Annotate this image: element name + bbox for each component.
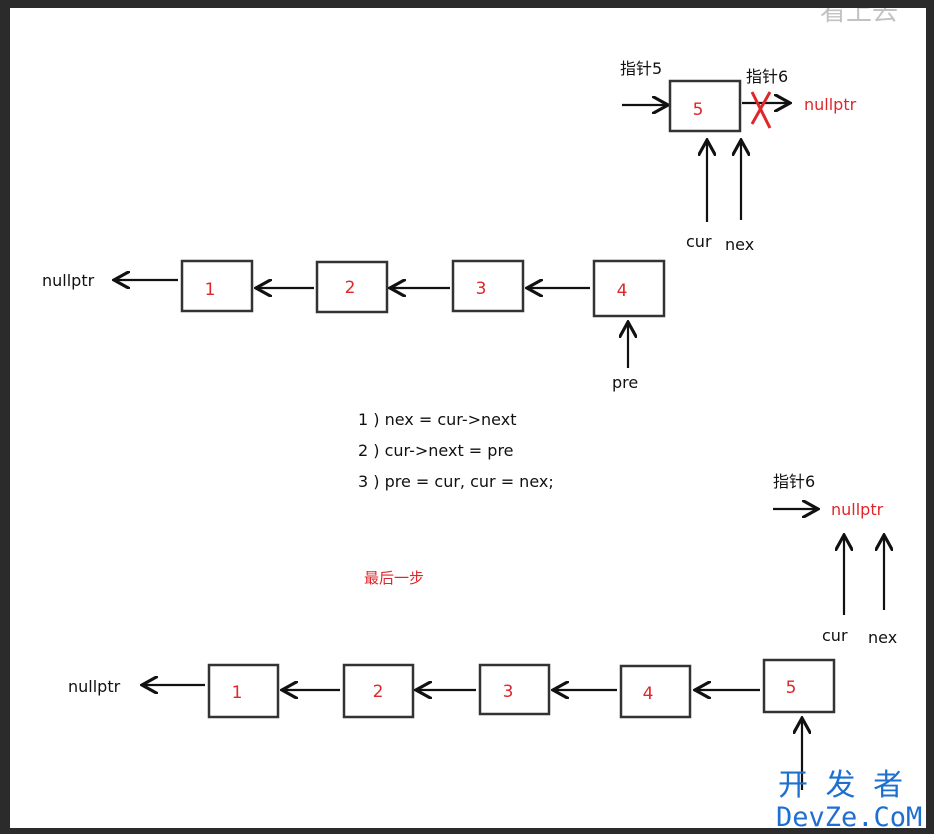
node-value: 5 <box>693 100 704 120</box>
node-3-top: 3 <box>451 259 525 313</box>
watermark-top: 看上去 <box>820 8 898 27</box>
nullptr-right-bottom: nullptr <box>831 500 884 519</box>
node-value: 3 <box>476 279 487 299</box>
diagram-canvas: 指针5 5 指针6 nullptr cur nex nullptr 1 2 <box>10 0 926 833</box>
cur-label-2: cur <box>822 626 848 645</box>
pointer6-label: 指针6 <box>746 67 788 86</box>
nex-label-2: nex <box>868 628 897 647</box>
nullptr-left-top: nullptr <box>42 271 95 290</box>
node-value: 1 <box>205 280 216 300</box>
pointer5-label: 指针5 <box>620 59 662 78</box>
node-value: 4 <box>643 684 654 704</box>
watermark-cn: 开 发 者 <box>778 768 907 803</box>
node-2-top: 2 <box>315 260 389 314</box>
last-step-label: 最后一步 <box>364 569 424 587</box>
step-1: 1 ) nex = cur->next <box>358 410 516 429</box>
pointer6-label-2: 指针6 <box>773 472 815 491</box>
node-3-bottom: 3 <box>478 663 551 716</box>
step-2: 2 ) cur->next = pre <box>358 441 514 460</box>
node-value: 4 <box>617 281 628 301</box>
nullptr-left-bottom: nullptr <box>68 677 121 696</box>
node-1-top: 1 <box>180 259 254 313</box>
steps-list: 1 ) nex = cur->next 2 ) cur->next = pre … <box>358 410 554 491</box>
watermark-en: DevZe.CoM <box>776 802 922 828</box>
node-4-bottom: 4 <box>619 664 692 719</box>
node-value: 3 <box>503 682 514 702</box>
step-3: 3 ) pre = cur, cur = nex; <box>358 472 554 491</box>
node-5-bottom: 5 <box>762 658 836 714</box>
node-value: 5 <box>786 678 797 698</box>
node-1-bottom: 1 <box>207 663 280 719</box>
node-2-bottom: 2 <box>342 663 415 719</box>
pre-label: pre <box>612 373 638 392</box>
nullptr-right-top: nullptr <box>804 95 857 114</box>
node-4-top: 4 <box>592 259 666 318</box>
cur-label: cur <box>686 232 712 251</box>
node-value: 2 <box>373 682 384 702</box>
diagram-bottom: 指针6 nullptr cur nex nullptr 1 2 3 4 <box>68 472 897 790</box>
devze-watermark: 开 发 者 DevZe.CoM <box>776 768 922 833</box>
cross-mark <box>750 91 772 129</box>
linked-list-reverse-diagram: 指针5 5 指针6 nullptr cur nex nullptr 1 2 <box>42 0 922 833</box>
node-value: 1 <box>232 683 243 703</box>
nex-label: nex <box>725 235 754 254</box>
diagram-top: 指针5 5 指针6 nullptr cur nex nullptr 1 2 <box>42 59 857 392</box>
node-value: 2 <box>345 278 356 298</box>
node-5-top: 5 <box>668 79 742 133</box>
